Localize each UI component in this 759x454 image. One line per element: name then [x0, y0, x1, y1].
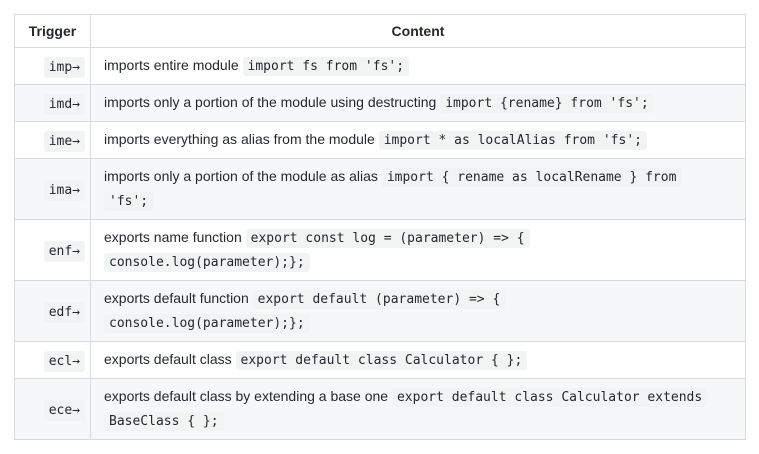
content-code: import fs from 'fs'; — [242, 57, 410, 76]
content-cell: exports default class export default cla… — [90, 341, 746, 379]
content-description: exports default class by extending a bas… — [104, 388, 389, 404]
content-cell: imports only a portion of the module as … — [90, 158, 746, 220]
content-code-line2: 'fs'; — [104, 192, 154, 211]
trigger-cell: imp→ — [14, 47, 91, 85]
content-description: exports name function — [104, 229, 242, 245]
content-description: exports default function — [104, 290, 249, 306]
table-row: ece→ exports default class by extending … — [14, 378, 746, 440]
content-code: export const log = (parameter) => { — [245, 229, 530, 248]
trigger-code: ecl→ — [43, 350, 85, 372]
content-description: imports entire module — [104, 57, 239, 73]
table-row: ime→ imports everything as alias from th… — [14, 121, 746, 159]
content-cell: exports name function export const log =… — [90, 219, 746, 281]
trigger-code: enf→ — [43, 240, 85, 262]
trigger-cell: ime→ — [14, 121, 91, 159]
content-code-line2: console.log(parameter);}; — [104, 253, 310, 272]
content-description: exports default class — [104, 351, 232, 367]
table-row: ima→ imports only a portion of the modul… — [14, 158, 746, 220]
content-cell: imports entire module import fs from 'fs… — [90, 47, 746, 85]
trigger-code: imp→ — [43, 56, 85, 78]
content-cell: exports default class by extending a bas… — [90, 378, 746, 440]
header-row: Trigger Content — [14, 14, 746, 48]
table-body: imp→ imports entire module import fs fro… — [14, 47, 746, 440]
snippet-triggers-table: Trigger Content imp→ imports entire modu… — [14, 14, 746, 440]
content-cell: imports everything as alias from the mod… — [90, 121, 746, 159]
table-row: imd→ imports only a portion of the modul… — [14, 84, 746, 122]
table-row: edf→ exports default function export def… — [14, 280, 746, 342]
content-cell: exports default function export default … — [90, 280, 746, 342]
content-code: import * as localAlias from 'fs'; — [378, 131, 647, 150]
content-code: export default class Calculator extends — [391, 388, 708, 407]
content-code-line2: BaseClass { }; — [104, 412, 224, 431]
table-row: imp→ imports entire module import fs fro… — [14, 47, 746, 85]
trigger-cell: ecl→ — [14, 341, 91, 379]
content-description: imports everything as alias from the mod… — [104, 131, 375, 147]
trigger-code: edf→ — [43, 301, 85, 323]
trigger-code: imd→ — [43, 93, 85, 115]
table-row: enf→ exports name function export const … — [14, 219, 746, 281]
content-code: import {rename} from 'fs'; — [440, 94, 654, 113]
trigger-cell: enf→ — [14, 219, 91, 281]
column-header-content: Content — [90, 14, 746, 48]
table-header: Trigger Content — [14, 14, 746, 48]
content-code: export default class Calculator { }; — [235, 351, 528, 370]
content-code-line2: console.log(parameter);}; — [104, 314, 310, 333]
content-code: export default (parameter) => { — [252, 290, 506, 309]
trigger-cell: imd→ — [14, 84, 91, 122]
trigger-cell: edf→ — [14, 280, 91, 342]
table-row: ecl→ exports default class export defaul… — [14, 341, 746, 379]
trigger-code: ece→ — [43, 399, 85, 421]
content-description: imports only a portion of the module as … — [104, 168, 378, 184]
trigger-cell: ece→ — [14, 378, 91, 440]
trigger-cell: ima→ — [14, 158, 91, 220]
column-header-trigger: Trigger — [14, 14, 91, 48]
trigger-code: ima→ — [43, 179, 85, 201]
content-code: import { rename as localRename } from — [381, 168, 682, 187]
content-description: imports only a portion of the module usi… — [104, 94, 437, 110]
content-cell: imports only a portion of the module usi… — [90, 84, 746, 122]
trigger-code: ime→ — [43, 130, 85, 152]
